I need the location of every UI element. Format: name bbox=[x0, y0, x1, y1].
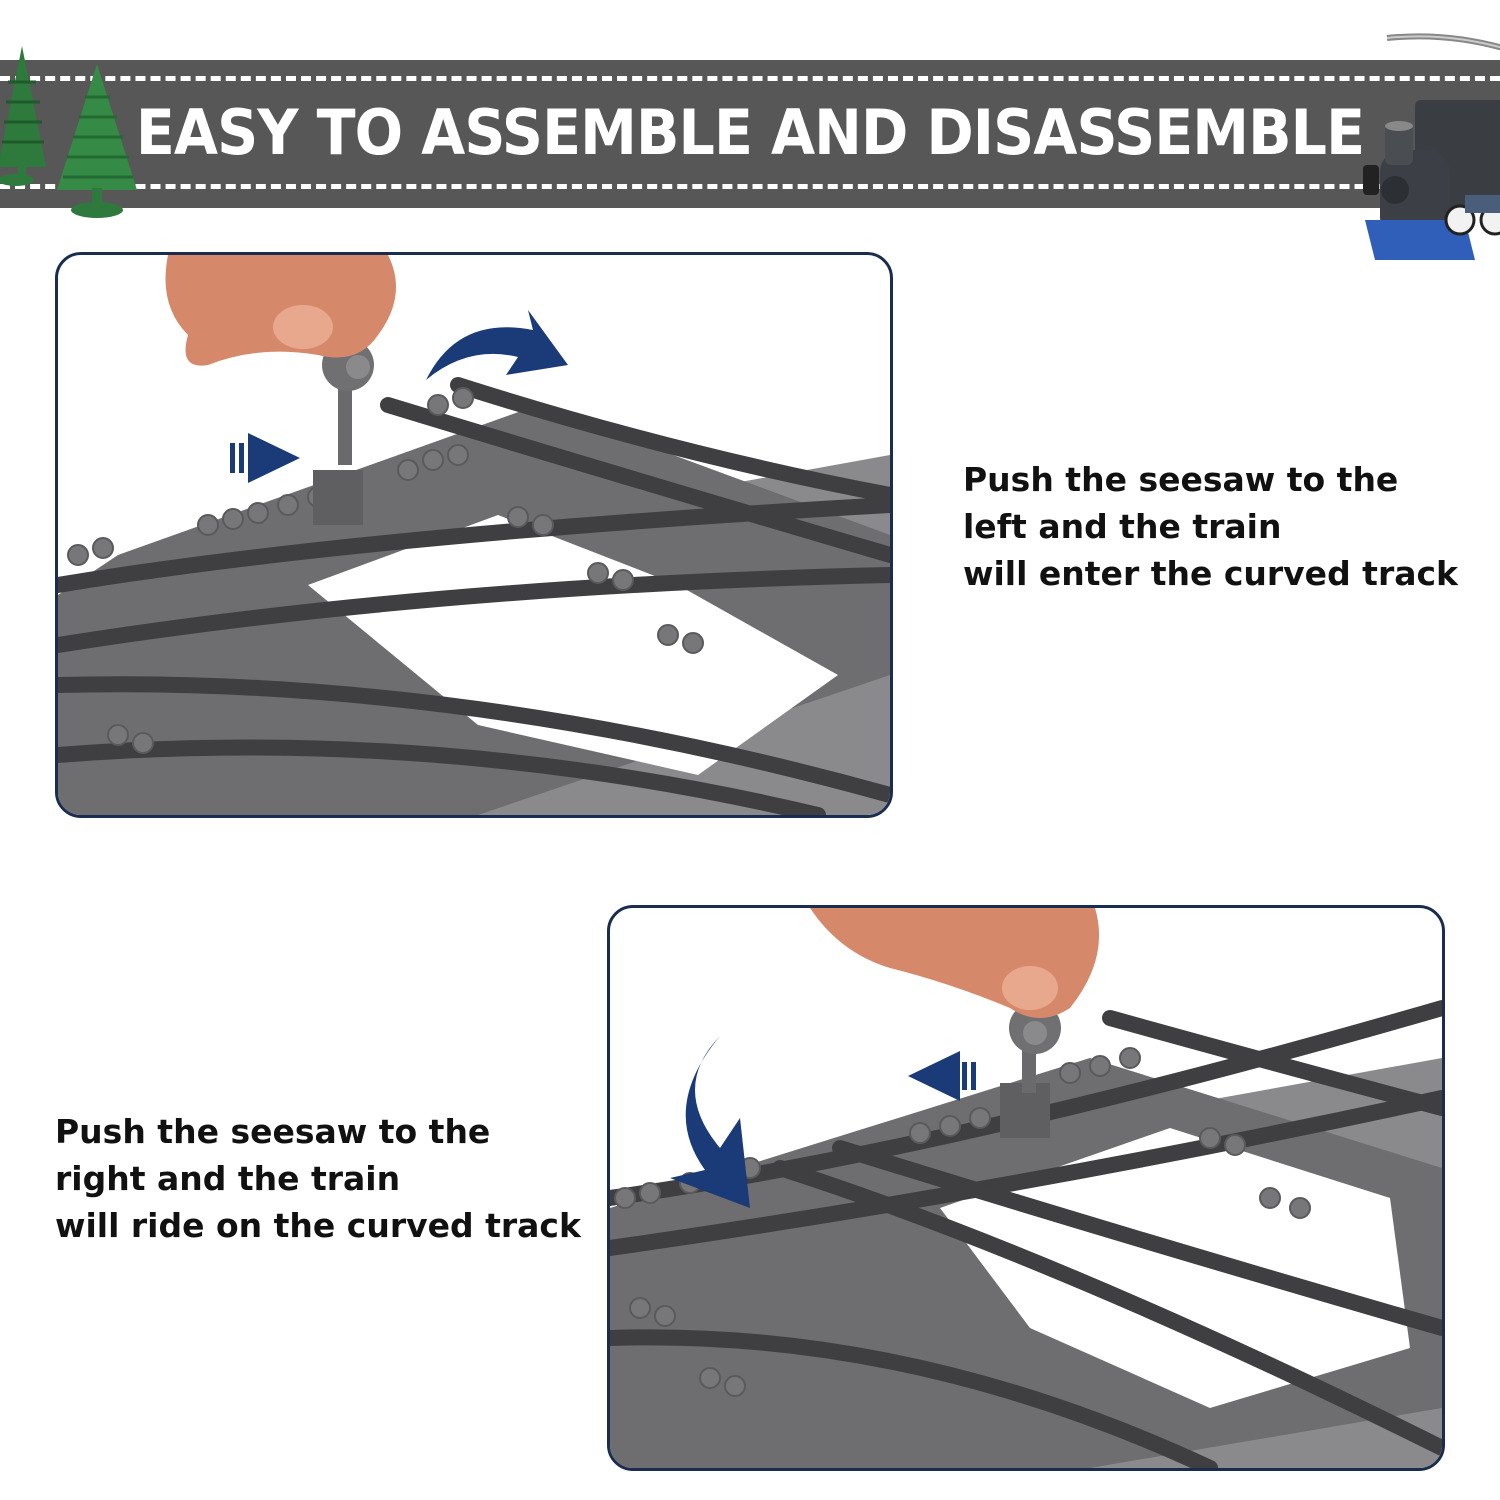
switch-track-photo bbox=[610, 908, 1442, 1468]
title-banner: EASY TO ASSEMBLE AND DISASSEMBLE bbox=[0, 60, 1500, 208]
switch-left-caption: Push the seesaw to the left and the trai… bbox=[963, 460, 1458, 593]
switch-track-photo bbox=[58, 255, 890, 815]
banner-title: EASY TO ASSEMBLE AND DISASSEMBLE bbox=[135, 96, 1365, 169]
banner-dash-top bbox=[0, 76, 1500, 81]
tree-icon bbox=[0, 46, 46, 186]
banner-dash-bottom bbox=[0, 184, 1500, 189]
track-rail-icon bbox=[1386, 33, 1500, 51]
switch-right-caption: Push the seesaw to the right and the tra… bbox=[55, 1112, 581, 1245]
push-left-arrow-icon bbox=[908, 1051, 976, 1101]
curved-arrow-right-icon bbox=[426, 310, 568, 380]
switch-right-photo-panel bbox=[607, 905, 1445, 1471]
steam-locomotive-icon bbox=[1363, 100, 1500, 260]
switch-left-photo-panel bbox=[55, 252, 893, 818]
tree-icon bbox=[57, 64, 137, 218]
curved-arrow-down-icon bbox=[670, 1036, 750, 1208]
push-right-arrow-icon bbox=[230, 433, 300, 483]
